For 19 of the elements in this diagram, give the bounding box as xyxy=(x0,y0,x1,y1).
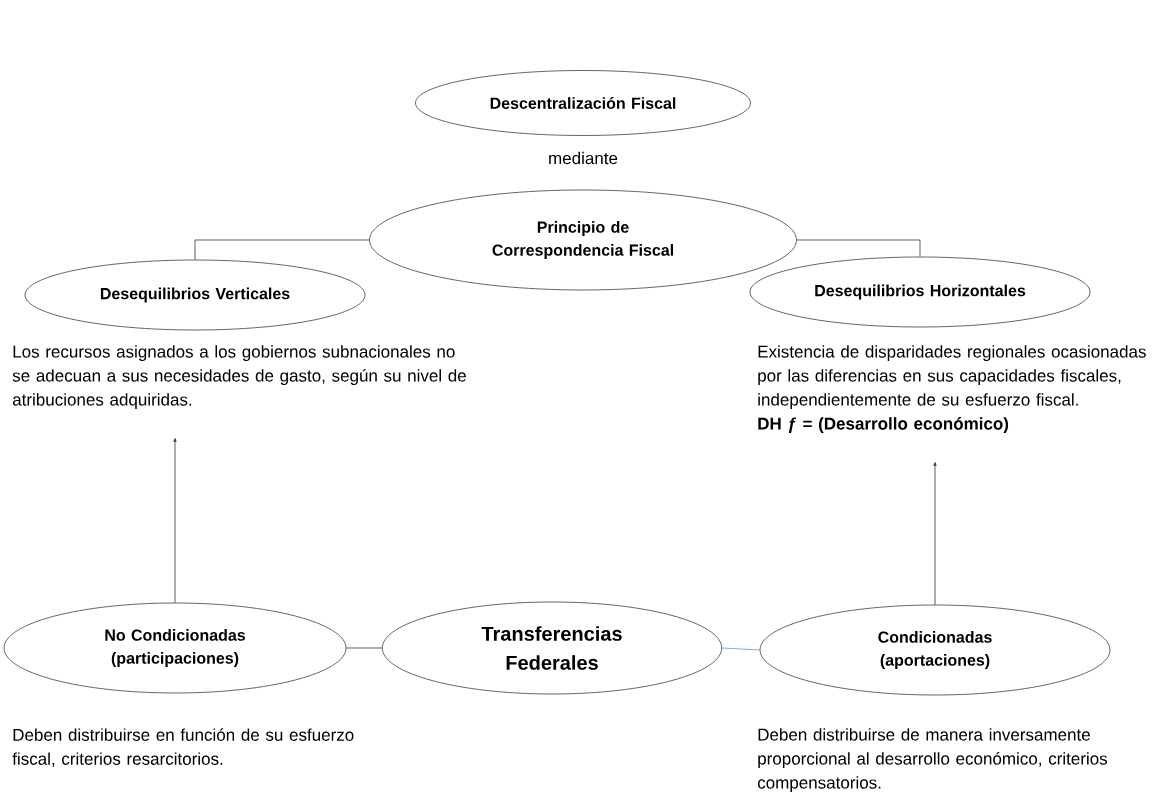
connector-line xyxy=(721,647,760,651)
arrow xyxy=(173,438,177,603)
ellipse-node: No Condicionadas (participaciones) xyxy=(3,602,347,694)
paragraph-text: Los recursos asignados a los gobiernos subnacionales no se adecuan a sus necesidades de gasto, según su nivel de atribuciones adquiridas. xyxy=(12,345,466,410)
paragraph-text: Existencia de disparidades regionales ocasionadas por las diferencias en sus capacidades fiscales, independientemente de su esfuerzo fiscal. xyxy=(758,345,1146,410)
ellipse-node: Desequilibrios Verticales xyxy=(24,259,366,331)
ellipse-node: Transferencias Federales xyxy=(381,601,723,695)
ellipse-node: Principio de Correspondencia Fiscal xyxy=(369,189,797,291)
note-text: Deben distribuirse en función de su esfuerzo fiscal, criterios resarcitorios. xyxy=(12,728,354,767)
connector-line xyxy=(194,239,370,260)
ellipse-node: Desequilibrios Horizontales xyxy=(749,256,1091,328)
arrow xyxy=(933,462,937,605)
connector-line xyxy=(346,647,383,649)
formula-text: DH ƒ = (Desarrollo económico) xyxy=(758,417,1009,434)
ellipse-node: Descentralización Fiscal xyxy=(415,70,751,136)
ellipse-node: Condicionadas (aportaciones) xyxy=(759,604,1111,696)
connector-label: mediante xyxy=(549,151,618,165)
connector-line xyxy=(796,239,921,257)
note-text: Deben distribuirse de manera inversamente proporcional al desarrollo económico, criterios compensatorios. xyxy=(757,728,1108,793)
